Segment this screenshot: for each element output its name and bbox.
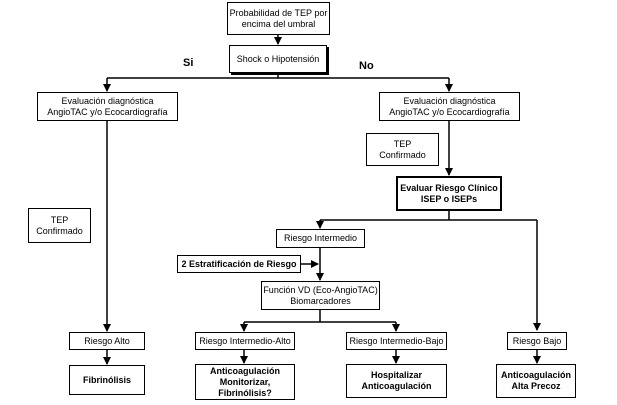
node-text-line: Riesgo Intermedio-Alto <box>199 335 291 346</box>
node-int-high: Riesgo Intermedio-Alto <box>195 332 295 350</box>
node-text-line: Evaluación diagnóstica <box>61 95 154 106</box>
node-stratification: 2 Estratificación de Riesgo <box>177 255 301 273</box>
yes-label: Si <box>183 57 194 69</box>
node-text-line: Riesgo Intermedio-Bajo <box>349 335 444 346</box>
node-intermediate: Riesgo Intermedio <box>276 229 365 248</box>
node-rv-function: Función VD (Eco-AngioTAC)Biomarcadores <box>261 281 380 310</box>
node-text-line: Hospitalizar <box>370 370 422 380</box>
no-label: No <box>359 60 374 72</box>
node-text-line: TEP <box>50 214 69 225</box>
node-text-line: TEP <box>393 138 412 149</box>
node-text-line: Biomarcadores <box>290 295 351 306</box>
node-text-line: 2 Estratificación de Riesgo <box>181 258 297 269</box>
node-text-line: Anticoagulación <box>209 365 280 376</box>
node-text-line: Fibrinólisis? <box>218 387 272 398</box>
node-fibrinolysis: Fibrinólisis <box>69 365 145 395</box>
node-text-line: Riesgo Alto <box>84 335 130 346</box>
node-low-risk: Riesgo Bajo <box>507 332 567 350</box>
node-high-risk: Riesgo Alto <box>69 332 145 350</box>
node-text-line: Riesgo Bajo <box>512 335 562 346</box>
node-text-line: Shock o Hipotensión <box>236 53 320 64</box>
node-text-line: Función VD (Eco-AngioTAC) <box>263 284 378 295</box>
node-text-line: Anticoagulación <box>361 381 432 391</box>
node-int-low: Riesgo Intermedio-Bajo <box>346 332 447 350</box>
node-text-line: Alta Precoz <box>511 381 561 391</box>
node-text-line: Evaluación diagnóstica <box>403 95 496 106</box>
node-text-line: encima del umbral <box>241 18 316 29</box>
node-text-line: Fibrinólisis <box>82 374 131 385</box>
node-text-line: Confirmado <box>379 149 426 160</box>
node-text-line: ISEP o ISEPs <box>420 193 478 204</box>
node-text-line: Anticoagulación <box>500 370 571 380</box>
node-text-line: AngioTAC y/o Ecocardiografía <box>47 106 168 117</box>
node-text-line: Probabilidad de TEP por <box>229 7 328 18</box>
node-text-line: Riesgo Intermedio <box>283 233 358 243</box>
node-text-line: Evaluar Riesgo Clínico <box>400 182 498 193</box>
node-text-line: AngioTAC y/o Ecocardiografía <box>389 106 510 117</box>
node-shock: Shock o Hipotensión <box>229 45 327 73</box>
node-text-line: Confirmado <box>36 225 83 236</box>
node-text-line: Monitorizar, <box>219 376 271 387</box>
